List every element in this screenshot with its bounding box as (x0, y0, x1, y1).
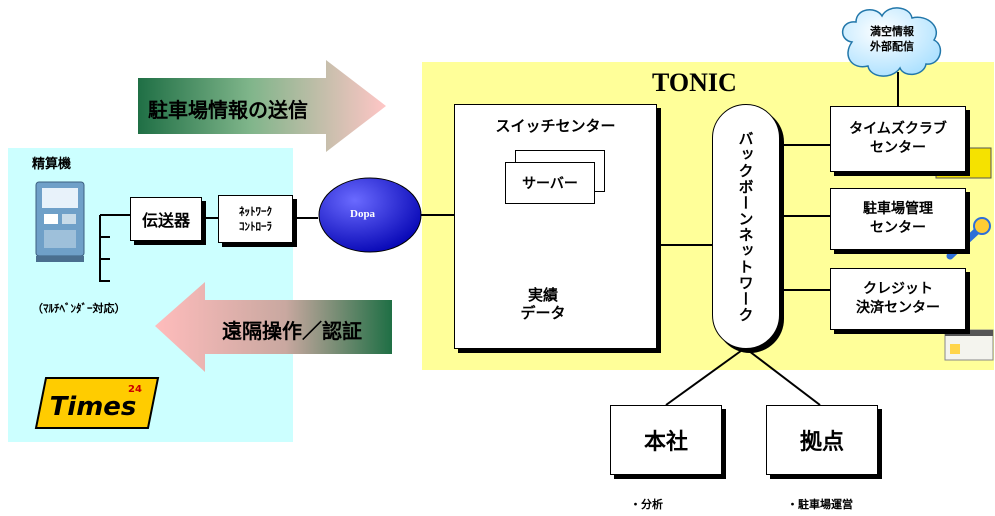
multi-vending-label: （ﾏﾙﾁﾍﾞﾝﾀﾞｰ対応） (32, 302, 126, 315)
timesclub-line1: タイムズクラブ (849, 121, 947, 137)
dopa-network (318, 177, 422, 253)
credit-center-box: クレジット 決済センター (830, 268, 966, 330)
network-controller-line2: ｺﾝﾄﾛｰﾗ (239, 220, 272, 233)
parking-mgmt-center-box: 駐車場管理 センター (830, 188, 966, 250)
cloud-label: 満空情報 外部配信 (852, 24, 932, 54)
db-label-line1: 実績 (527, 286, 558, 304)
remote-arrow (155, 282, 392, 372)
switch-center-label: スイッチセンター (495, 117, 616, 135)
network-controller-box: ﾈｯﾄﾜｰｸ ｺﾝﾄﾛｰﾗ (218, 195, 293, 243)
transmitter-box: 伝送器 (130, 197, 202, 241)
branch-note: ・駐車場運営 (787, 498, 853, 511)
credit-line1: クレジット (863, 281, 933, 297)
times-logo: Times 24 (34, 377, 160, 429)
server-box: サーバー (505, 162, 595, 204)
credit-terminal-icon (944, 329, 994, 361)
db-label: 実績 データ (515, 286, 571, 322)
cloud-label-line1: 満空情報 (870, 25, 914, 38)
network-controller-line1: ﾈｯﾄﾜｰｸ (239, 205, 272, 218)
dopa-label: Dopa (350, 208, 376, 220)
svg-text:Times: Times (50, 392, 137, 422)
parking-mgmt-line1: 駐車場管理 (863, 201, 933, 217)
backbone-network: バックボーンネットワーク (712, 104, 780, 349)
timesclub-center-box: タイムズクラブ センター (830, 106, 966, 172)
db-label-line2: データ (520, 304, 566, 322)
credit-line2: 決済センター (856, 300, 940, 316)
send-label: 駐車場情報の送信 (148, 98, 308, 122)
pay-machine-title: 精算機 (32, 157, 72, 172)
backbone-label: バックボーンネットワーク (736, 130, 755, 323)
parking-mgmt-line2: センター (870, 220, 926, 236)
pay-machine-icon (35, 181, 85, 262)
timesclub-line2: センター (870, 140, 926, 156)
headquarters-box: 本社 (610, 405, 722, 475)
branch-box: 拠点 (766, 405, 878, 475)
cloud-icon (842, 7, 942, 77)
send-arrow (138, 60, 386, 152)
svg-text:24: 24 (128, 384, 142, 395)
remote-label: 遠隔操作／認証 (222, 319, 362, 343)
switch-center-box: スイッチセンター (454, 104, 657, 349)
tonic-title: TONIC (652, 68, 737, 97)
headquarters-note: ・分析 (630, 498, 663, 511)
cloud-label-line2: 外部配信 (870, 40, 914, 53)
